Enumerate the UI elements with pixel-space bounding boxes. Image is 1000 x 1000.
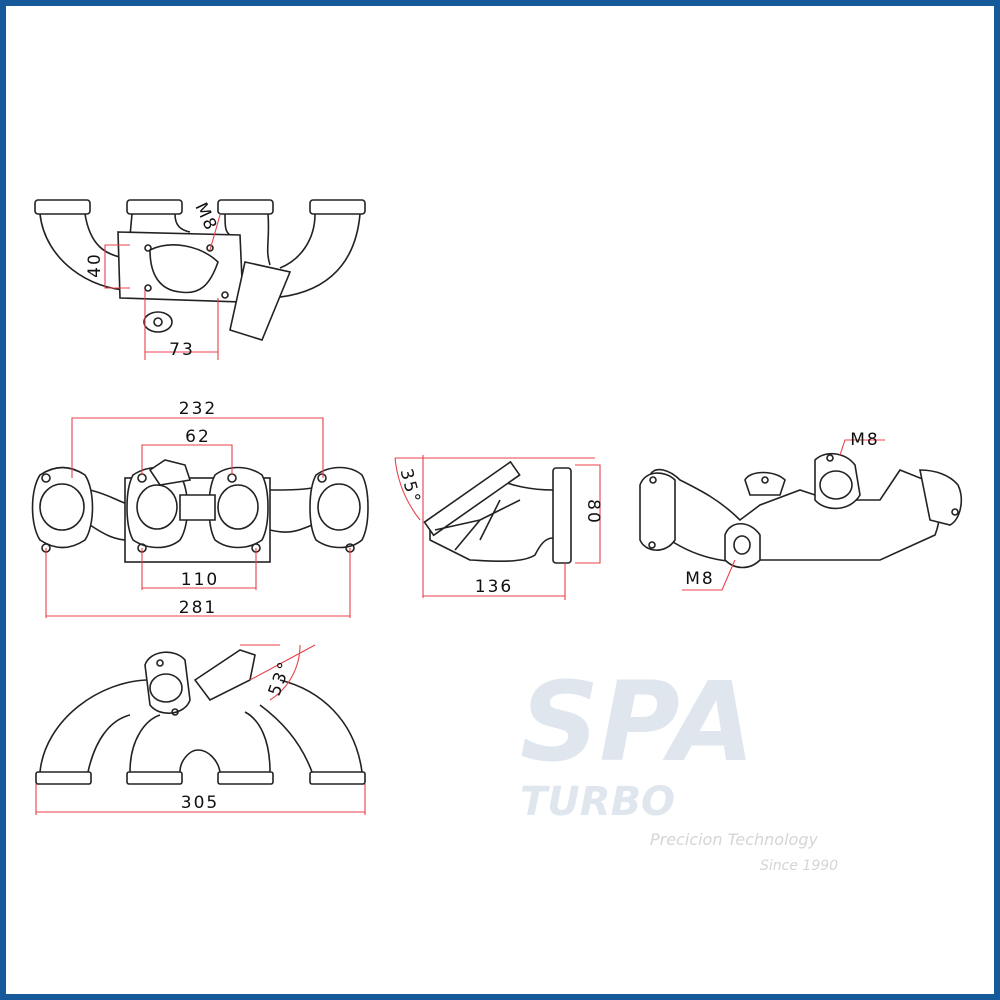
dim-73: 73 xyxy=(169,340,195,360)
dim-80: 80 xyxy=(583,499,603,525)
dim-281: 281 xyxy=(179,598,217,618)
technical-drawing: 40 73 M8 232 62 110 281 xyxy=(31,199,962,874)
dim-232: 232 xyxy=(179,399,217,419)
dim-35-angle: 35° xyxy=(395,467,424,507)
watermark-tagline: Precicion Technology xyxy=(650,830,818,849)
top-view: 40 73 M8 xyxy=(34,199,366,360)
iso-view: M8 M8 xyxy=(639,430,962,591)
front-view: 232 62 110 281 xyxy=(31,399,369,618)
watermark: SPA TURBO Precicion Technology Since 199… xyxy=(520,658,838,874)
watermark-brand: SPA xyxy=(520,658,755,786)
dim-40: 40 xyxy=(85,252,105,278)
dim-305: 305 xyxy=(181,793,219,813)
dim-62: 62 xyxy=(185,427,211,447)
watermark-sub: TURBO xyxy=(520,779,675,825)
dim-110: 110 xyxy=(181,570,219,590)
side-view: 35° 80 136 xyxy=(394,455,603,600)
dim-m8-iso-top: M8 xyxy=(850,430,879,450)
bottom-view: 53° 305 xyxy=(35,644,366,815)
dim-136: 136 xyxy=(475,577,513,597)
dim-m8-top: M8 xyxy=(190,200,221,235)
watermark-since: Since 1990 xyxy=(760,858,838,874)
dim-m8-iso-bottom: M8 xyxy=(685,569,714,589)
